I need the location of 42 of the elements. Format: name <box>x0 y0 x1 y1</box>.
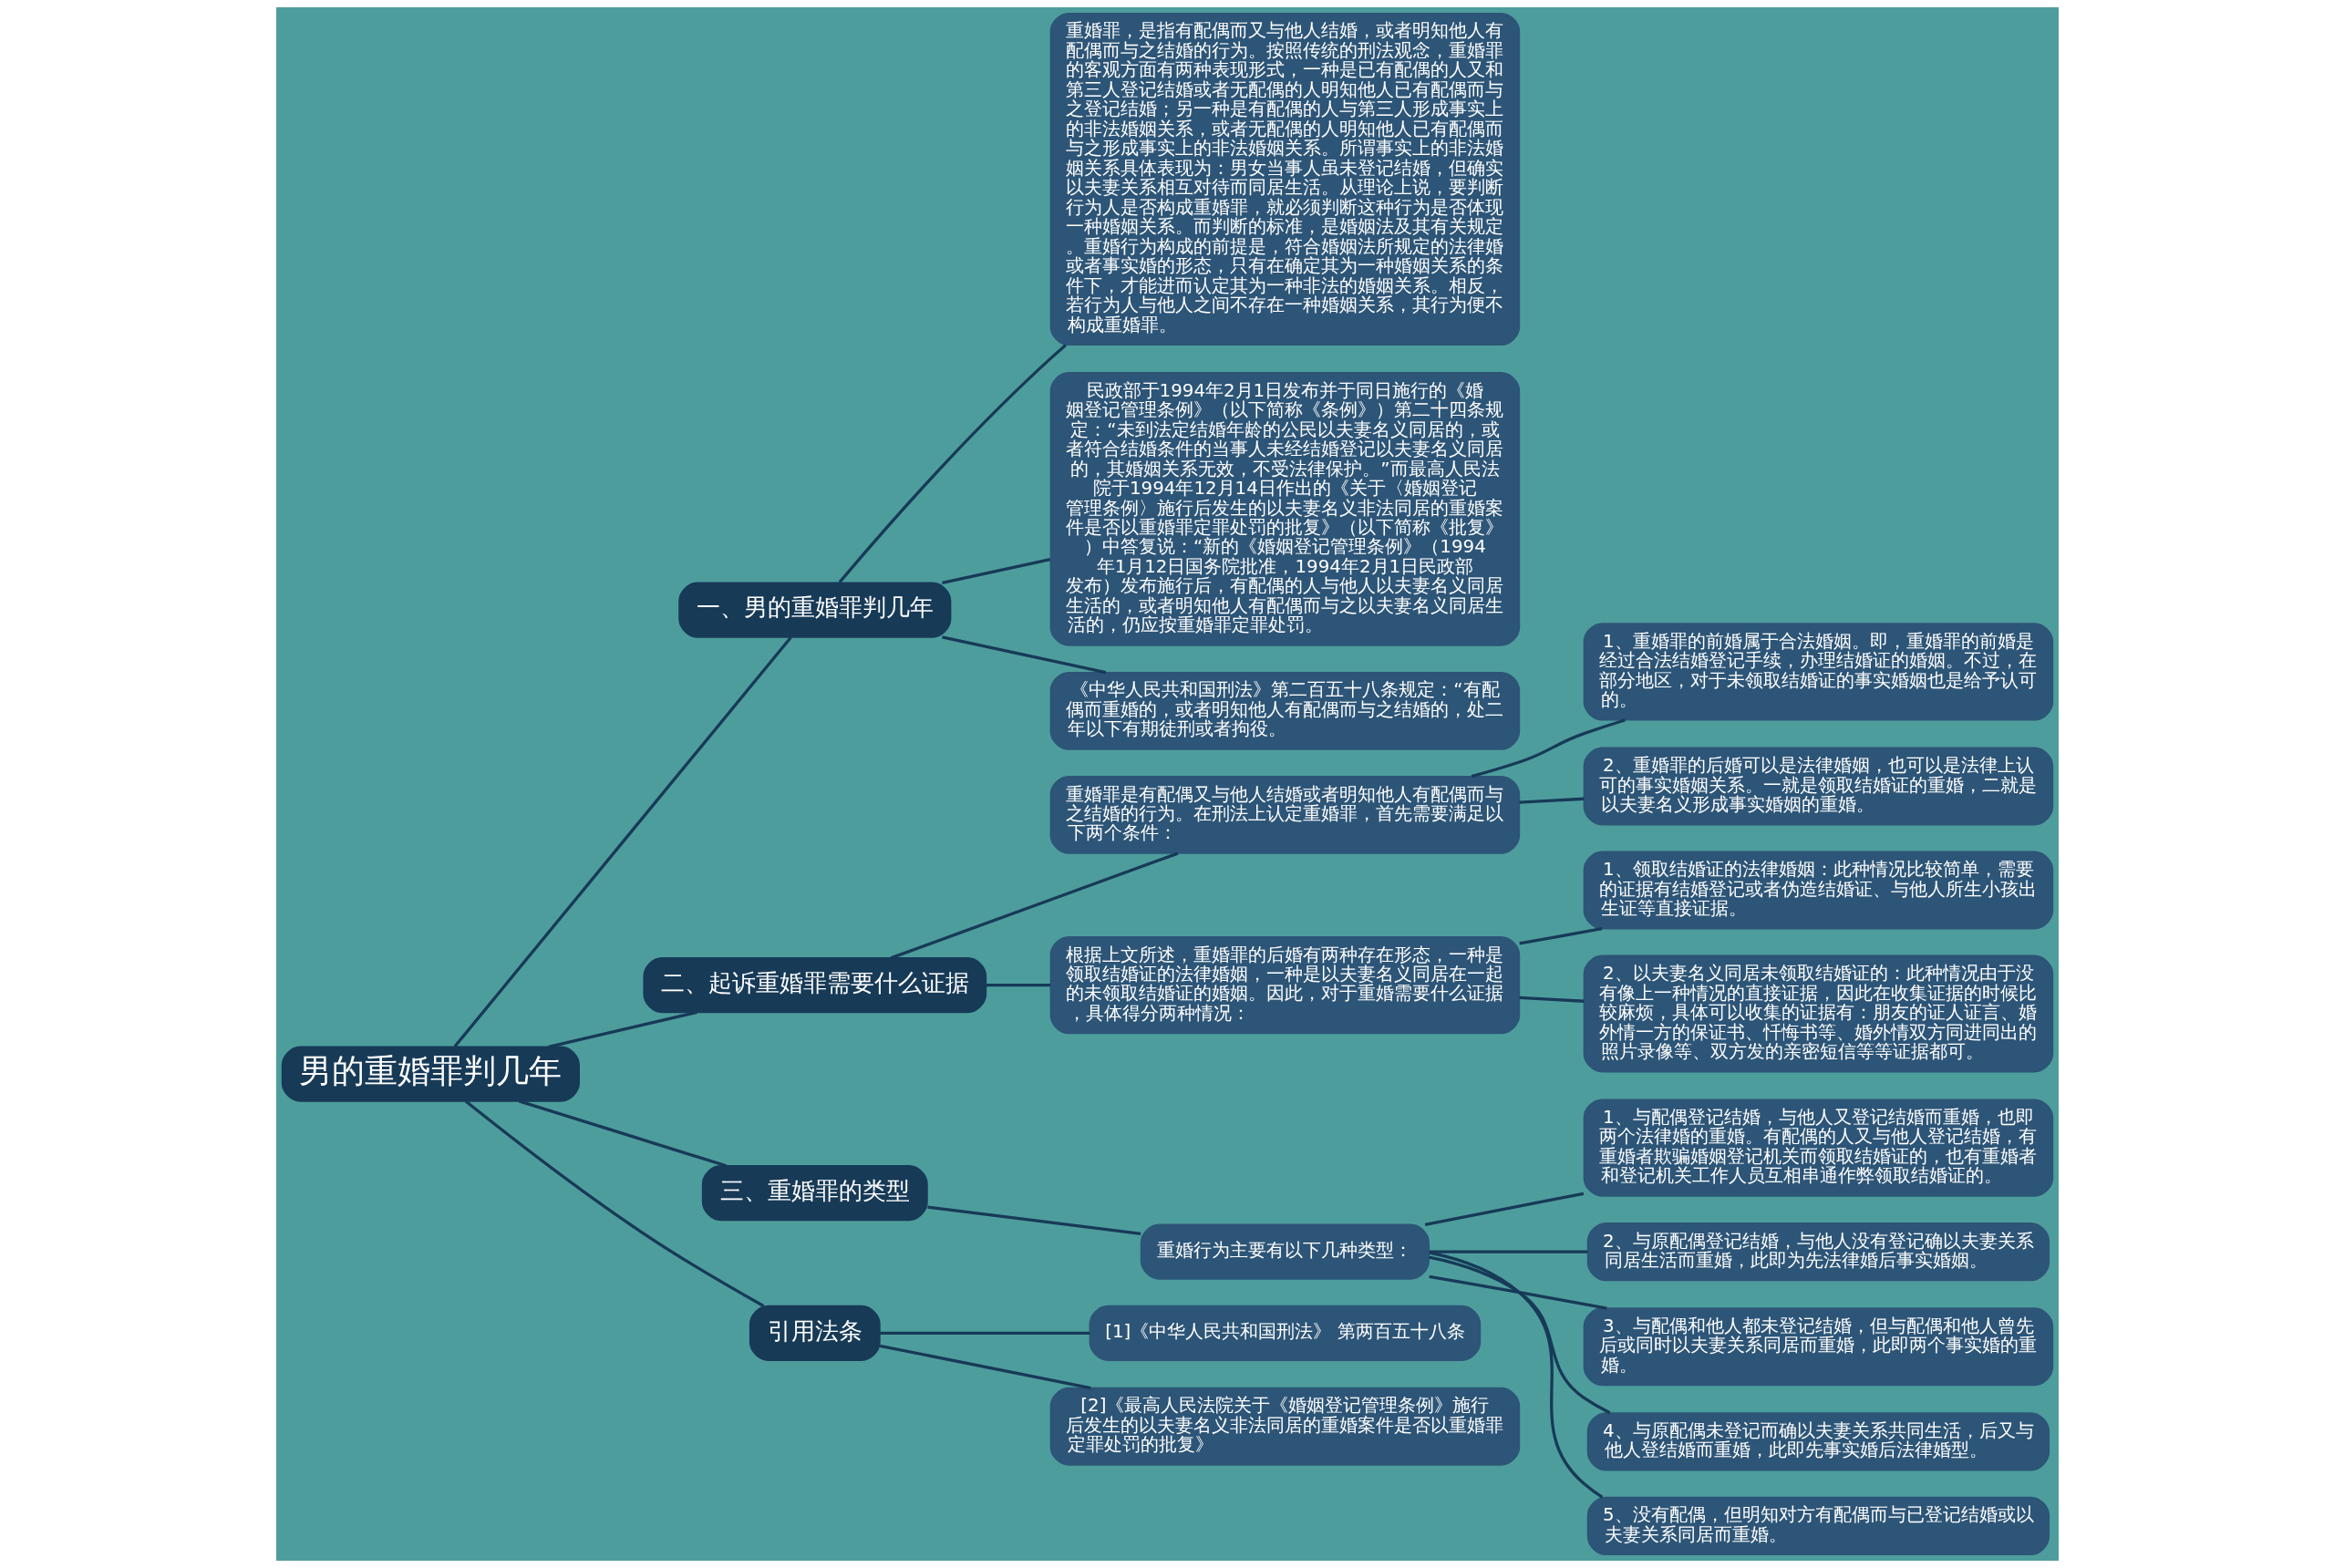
node-box: 根据上文所述，重婚罪的后婚有两种存在形态，一种是领取结婚证的法律婚姻，一种是以夫妻名义同居在一起的未领取结婚证的婚姻。因此，对于重婚需要什么证据，具体得分两种情况： <box>1049 935 1520 1035</box>
connector <box>1428 1251 1603 1499</box>
node-box: 2、以夫妻名义同居未领取结婚证的：此种情况由于没有像上一种情况的直接证据，因此在收集证据的时候比较麻烦，具体可以收集的证据有：朋友的证人证言、婚外情一方的保证书、忏悔书等、婚外情双方同进同出的照片录像等、双方发的亲密短信等等证据都可。 <box>1583 954 2053 1073</box>
node-box: 重婚罪是有配偶又与他人结婚或者明知他人有配偶而与之结婚的行为。在刑法上认定重婚罪，首先需要满足以下两个条件： <box>1049 775 1520 854</box>
connector <box>879 1344 1091 1390</box>
connector <box>879 1331 1090 1335</box>
node-box: 三、重婚罪的类型 <box>701 1165 928 1222</box>
node-box: 3、与配偶和他人都未登记结婚，但与配偶和他人曾先后或同时以夫妻关系同居而重婚，此即两个事实婚的重婚。 <box>1583 1307 2053 1387</box>
connector <box>1471 718 1626 779</box>
node-box: [1]《中华人民共和国刑法》 第两百五十八条 <box>1089 1305 1481 1361</box>
connector <box>453 636 792 1047</box>
node-box: 引用法条 <box>749 1305 881 1361</box>
connector <box>890 851 1179 960</box>
connector <box>547 1010 697 1048</box>
node-box: 1、领取结婚证的法律婚姻：此种情况比较简单，需要的证据有结婚登记或者伪造结婚证、与他人所生小孩出生证等直接证据。 <box>1583 851 2053 930</box>
node-box: 男的重婚罪判几年 <box>281 1046 580 1102</box>
node-box: 1、重婚罪的前婚属于合法婚姻。即，重婚罪的前婚是经过合法结婚登记手续，办理结婚证的婚姻。不过，在部分地区，对于未领取结婚证的事实婚姻也是给予认可的。 <box>1583 623 2053 721</box>
node-box: 4、与原配偶未登记而确以夫妻关系共同生活，后又与他人登结婚而重婚，此即先事实婚后法律婚型。 <box>1586 1412 2050 1471</box>
connector <box>1424 1191 1584 1226</box>
node-box: 1、与配偶登记结婚，与他人又登记结婚而重婚，也即两个法律婚的重婚。有配偶的人又与他人登记结婚，有重婚者欺骗婚姻登记机关而领取结婚证的，也有重婚者和登记机关工作人员互相串通作弊领取结婚证的。 <box>1583 1099 2053 1197</box>
node-box: 2、重婚罪的后婚可以是法律婚姻，也可以是法律上认可的事实婚姻关系。一就是领取结婚证的重婚，二就是以夫妻名义形成事实婚姻的重婚。 <box>1583 747 2053 826</box>
connector <box>1429 1250 1587 1253</box>
node-box: 2、与原配偶登记结婚，与他人没有登记确以夫妻关系同居生活而重婚，此即为先法律婚后事实婚姻。 <box>1586 1222 2050 1282</box>
connector <box>926 1205 1141 1236</box>
node-box: 民政部于1994年2月1日发布并于同日施行的《婚姻登记管理条例》（以下简称《条例》）第二十四条规定：“未到法定结婚年龄的公民以夫妻名义同居的，或者符合结婚条件的当事人未经结婚登记以夫妻名义同居的，其婚姻关系无效，不受法律保护。”而最高人民法院于1994年12月14日作出的《关于〈婚姻登记管理条例〉施行后发生的以夫妻名义非法同居的重婚案件是否以重婚罪定罪处罚的批复》（以下简称《批复》）中答复说：“新的《婚姻登记管理条例》（1994年1月12日国务院批准，1994年2月1日民政部发布）发布施行后，有配偶的人与他人以夫妻名义同居生活的，或者明知他人有配偶而与之以夫妻名义同居生活的，仍应按重婚罪定罪处罚。 <box>1049 372 1520 646</box>
connector <box>838 344 1067 583</box>
node-box: 5、没有配偶，但明知对方有配偶而与已登记结婚或以夫妻关系同居而重婚。 <box>1586 1496 2050 1556</box>
connector <box>986 983 1050 987</box>
node-box: 重婚罪，是指有配偶而又与他人结婚，或者明知他人有配偶而与之结婚的行为。按照传统的刑法观念，重婚罪的客观方面有两种表现形式，一种是已有配偶的人又和第三人登记结婚或者无配偶的人明知他人已有配偶而与之登记结婚；另一种是有配偶的人与第三人形成事实上的非法婚姻关系，或者无配偶的人明知他人已有配偶而与之形成事实上的非法婚姻关系。所谓事实上的非法婚姻关系具体表现为：男女当事人虽未登记结婚，但确实以夫妻关系相互对待而同居生活。从理论上说，要判断行为人是否构成重婚罪，就必须判断这种行为是否体现一种婚姻关系。而判断的标准，是婚姻法及其有关规定。重婚行为构成的前提是，符合婚姻法所规定的法律婚或者事实婚的形态，只有在确定其为一种婚姻关系的条件下，才能进而认定其为一种非法的婚姻关系。相反，若行为人与他人之间不存在一种婚姻关系，其行为便不构成重婚罪。 <box>1049 12 1520 346</box>
node-box: [2]《最高人民法院关于《婚姻登记管理条例》施行后发生的以夫妻名义非法同居的重婚案件是否以重婚罪定罪处罚的批复》 <box>1049 1387 1520 1466</box>
connector <box>1519 797 1584 804</box>
connector <box>464 1099 764 1307</box>
connector <box>1518 927 1602 945</box>
connector <box>1428 1255 1610 1415</box>
node-box: 《中华人民共和国刑法》第二百五十八条规定：“有配偶而重婚的，或者明知他人有配偶而与之结婚的，处二年以下有期徒刑或者拘役。 <box>1049 671 1520 750</box>
node-box: 重婚行为主要有以下几种类型： <box>1140 1223 1430 1280</box>
node-box: 二、起诉重婚罪需要什么证据 <box>642 957 986 1014</box>
connector <box>941 558 1050 584</box>
node-box: 一、男的重婚罪判几年 <box>677 582 951 638</box>
connector <box>1519 995 1584 1003</box>
connector <box>518 1099 727 1168</box>
connector <box>1428 1274 1607 1310</box>
